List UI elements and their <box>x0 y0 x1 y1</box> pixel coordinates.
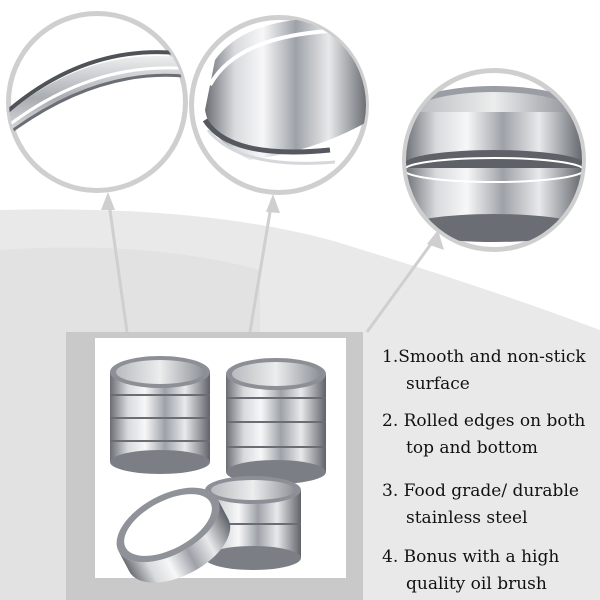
rolled-edge-closeup-icon <box>189 15 369 195</box>
feature-number: 3. <box>382 481 404 501</box>
feature-text-line2: top and bottom <box>406 438 538 458</box>
tilted-ring <box>116 487 231 583</box>
left-ring-stack <box>110 356 210 474</box>
feature-item-3: 3. Food grade/ durable stainless steel <box>382 478 597 532</box>
feature-number: 2. <box>382 411 404 431</box>
feature-item-4: 4. Bonus with a high quality oil brush <box>382 544 597 598</box>
right-ring-stack <box>226 358 326 484</box>
feature-text-line1: Smooth and non-stick <box>398 347 586 367</box>
feature-item-2: 2. Rolled edges on both top and bottom <box>382 408 597 462</box>
feature-text-line1: Rolled edges on both <box>403 411 586 431</box>
feature-text-line2: surface <box>406 374 470 394</box>
feature-item-1: 1.Smooth and non-stick surface <box>382 344 597 398</box>
feature-list: 1.Smooth and non-stick surface 2. Rolled… <box>382 344 597 600</box>
feature-text-line1: Food grade/ durable <box>403 481 579 501</box>
ring-stacks-photo <box>110 356 326 583</box>
feature-number: 4. <box>382 547 404 567</box>
rim-closeup-icon <box>6 11 188 193</box>
feature-text-line1: Bonus with a high <box>403 547 560 567</box>
feature-number: 1. <box>382 347 399 367</box>
feature-text-line2: stainless steel <box>406 508 528 528</box>
pointer-lines <box>101 192 444 333</box>
stacked-rings-closeup-icon <box>402 68 586 252</box>
feature-text-line2: quality oil brush <box>406 574 547 594</box>
